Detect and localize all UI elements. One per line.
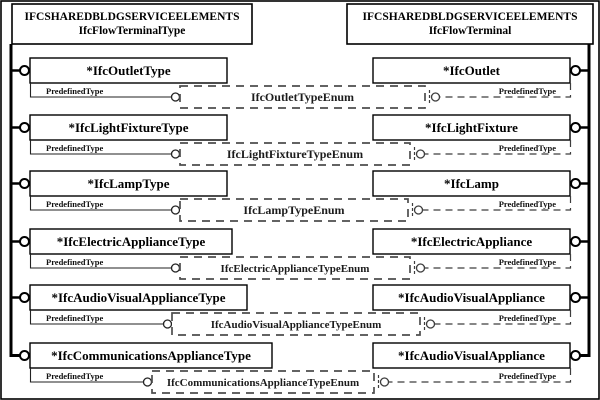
- enum-label-ifclightfixturetypeenum: IfcLightFixtureTypeEnum: [227, 147, 363, 161]
- schema-header-left-box: [11, 3, 253, 45]
- predefinedtype-label-right: PredefinedType: [499, 313, 557, 323]
- entity-label-ifcelectricappliance: *IfcElectricAppliance: [411, 234, 533, 249]
- entity-box-ifcaudiovisualappliance: [372, 284, 571, 311]
- entity-box-ifccommunicationsappliancetype: [29, 342, 273, 369]
- predefinedtype-line-left: [29, 83, 171, 98]
- relation-end-circle-dashed: [425, 319, 436, 329]
- relation-end-circle: [162, 319, 173, 329]
- row-ifcelectricappliance: *IfcElectricApplianceType *IfcElectricAp…: [29, 228, 572, 280]
- enum-label-ifcoutlettypeenum: IfcOutletTypeEnum: [251, 90, 354, 104]
- entity-box-ifcoutlet: [372, 57, 571, 84]
- predefinedtype-label-left: PredefinedType: [46, 371, 104, 381]
- predefinedtype-line-right: [423, 196, 572, 211]
- entity-label-ifcoutlettype: *IfcOutletType: [86, 63, 170, 78]
- row-ifclightfixture: *IfcLightFixtureType *IfcLightFixture Pr…: [29, 114, 572, 166]
- relation-end-circle: [170, 92, 181, 102]
- entity-label-ifccommunicationsappliancetype: *IfcCommunicationsApplianceType: [51, 348, 251, 363]
- schema-header-right: IFCSHAREDBLDGSERVICEELEMENTS IfcFlowTerm…: [346, 3, 594, 45]
- enum-box-ifclightfixturetypeenum: [179, 142, 411, 166]
- enum-label-ifclamptypeenum: IfcLampTypeEnum: [243, 203, 344, 217]
- entity-label-ifclamp: *IfcLamp: [444, 176, 499, 191]
- entity-box-ifclamp: [372, 170, 571, 197]
- predefinedtype-line-left: [29, 140, 171, 155]
- relation-end-circle: [170, 205, 181, 215]
- entity-label-ifcaudiovisualappliancetype: *IfcAudioVisualApplianceType: [51, 290, 225, 305]
- predefinedtype-line-right: [389, 368, 572, 383]
- relation-end-circle: [142, 377, 153, 387]
- entity-box-ifclightfixture: [372, 114, 571, 141]
- schema-header-right-line2: IfcFlowTerminal: [429, 25, 512, 37]
- relation-end-circle-dashed: [379, 377, 390, 387]
- entity-box-ifclightfixturetype: [29, 114, 228, 141]
- enum-box-ifcaudiovisualappliancetypeenum: [171, 312, 421, 336]
- relation-end-circle-dashed: [413, 205, 424, 215]
- relation-end-circle: [170, 149, 181, 159]
- predefinedtype-label-left: PredefinedType: [46, 199, 104, 209]
- enum-box-ifcoutlettypeenum: [179, 85, 426, 109]
- predefinedtype-label-right: PredefinedType: [499, 371, 557, 381]
- schema-header-right-box: [346, 3, 594, 45]
- predefinedtype-label-right: PredefinedType: [499, 143, 557, 153]
- row-ifccommunicationsappliance: *IfcCommunicationsApplianceType *IfcAudi…: [29, 342, 572, 394]
- right-supertype-bus: [580, 44, 591, 357]
- enum-label-ifcelectricappliancetypeenum: IfcElectricApplianceTypeEnum: [221, 263, 370, 275]
- entity-label-ifclightfixturetype: *IfcLightFixtureType: [68, 120, 188, 135]
- relation-end-circle-dashed: [415, 149, 426, 159]
- predefinedtype-line-right: [425, 254, 572, 269]
- predefinedtype-label-right: PredefinedType: [499, 257, 557, 267]
- row-ifcaudiovisualappliance: *IfcAudioVisualApplianceType *IfcAudioVi…: [29, 284, 572, 336]
- predefinedtype-line-right: [435, 310, 572, 325]
- entity-label-ifclamptype: *IfcLampType: [87, 176, 169, 191]
- row-ifclamp: *IfcLampType *IfcLamp PredefinedType Ifc…: [29, 170, 572, 222]
- predefinedtype-label-right: PredefinedType: [499, 86, 557, 96]
- left-bus-connector-circles: [19, 65, 30, 361]
- entity-label-ifcaudiovisualappliance: *IfcAudioVisualAppliance: [398, 290, 545, 305]
- right-bus-branches: [580, 69, 589, 299]
- predefinedtype-label-right: PredefinedType: [499, 199, 557, 209]
- predefinedtype-line-right: [425, 140, 572, 155]
- entity-label-ifcaudiovisualappliance-2: *IfcAudioVisualAppliance: [398, 348, 545, 363]
- entity-box-ifcaudiovisualappliance-2: [372, 342, 571, 369]
- predefinedtype-line-left: [29, 310, 163, 325]
- entity-box-ifclamptype: [29, 170, 228, 197]
- entity-label-ifclightfixture: *IfcLightFixture: [425, 120, 518, 135]
- entity-box-ifcelectricappliancetype: [29, 228, 233, 255]
- entity-box-ifcoutlettype: [29, 57, 228, 84]
- entity-label-ifcoutlet: *IfcOutlet: [443, 63, 501, 78]
- predefinedtype-line-left: [29, 254, 171, 269]
- schema-header-right-line1: IFCSHAREDBLDGSERVICEELEMENTS: [363, 11, 578, 23]
- relation-end-circle-dashed: [415, 263, 426, 273]
- enum-label-ifccommunicationsappliancetypeenum: IfcCommunicationsApplianceTypeEnum: [167, 377, 359, 389]
- predefinedtype-line-left: [29, 368, 143, 383]
- predefinedtype-label-left: PredefinedType: [46, 257, 104, 267]
- schema-header-left-line1: IFCSHAREDBLDGSERVICEELEMENTS: [25, 11, 240, 23]
- left-bus-branches: [11, 69, 20, 299]
- relation-end-circle: [170, 263, 181, 273]
- predefinedtype-label-left: PredefinedType: [46, 313, 104, 323]
- enum-box-ifccommunicationsappliancetypeenum: [151, 370, 375, 394]
- enum-box-ifclamptypeenum: [179, 198, 409, 222]
- entity-box-ifcaudiovisualappliancetype: [29, 284, 248, 311]
- enum-label-ifcaudiovisualappliancetypeenum: IfcAudioVisualApplianceTypeEnum: [211, 319, 382, 331]
- row-ifcoutlet: *IfcOutletType *IfcOutlet PredefinedType…: [29, 57, 572, 109]
- enum-box-ifcelectricappliancetypeenum: [179, 256, 411, 280]
- schema-header-left-line2: IfcFlowTerminalType: [79, 25, 186, 37]
- predefinedtype-label-left: PredefinedType: [46, 143, 104, 153]
- predefinedtype-line-right: [440, 83, 572, 98]
- relation-end-circle-dashed: [430, 92, 441, 102]
- left-supertype-bus: [9, 44, 20, 357]
- entity-label-ifcelectricappliancetype: *IfcElectricApplianceType: [57, 234, 206, 249]
- predefinedtype-label-left: PredefinedType: [46, 86, 104, 96]
- right-bus-connector-circles: [570, 65, 581, 361]
- entity-box-ifcelectricappliance: [372, 228, 571, 255]
- schema-header-left: IFCSHAREDBLDGSERVICEELEMENTS IfcFlowTerm…: [11, 3, 253, 45]
- predefinedtype-line-left: [29, 196, 171, 211]
